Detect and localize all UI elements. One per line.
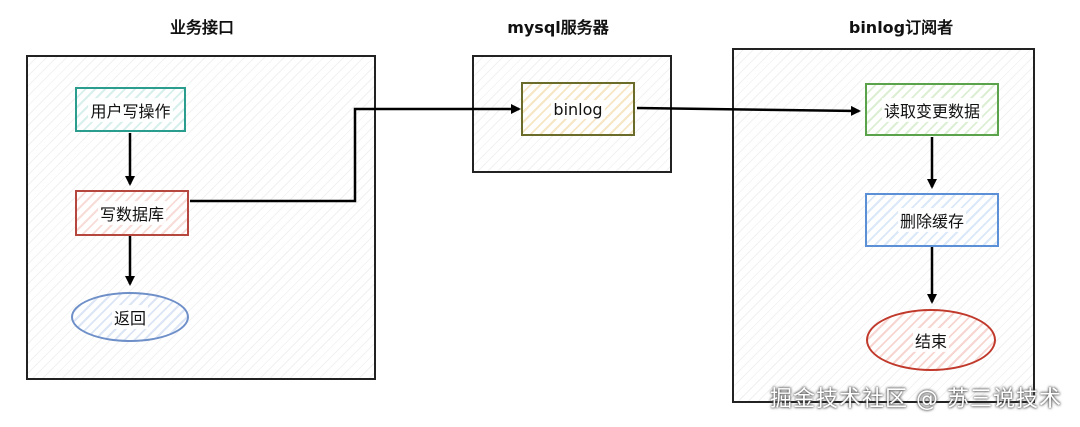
node-end-label: 结束 <box>912 328 949 352</box>
node-user-write: 用户写操作 <box>75 87 186 132</box>
node-return-label: 返回 <box>111 305 148 329</box>
node-binlog: binlog <box>521 82 635 136</box>
node-delete-cache-label: 删除缓存 <box>897 208 966 232</box>
group-title-subscriber: binlog订阅者 <box>848 18 954 37</box>
group-title-business: 业务接口 <box>169 18 234 37</box>
node-binlog-label: binlog <box>551 99 605 119</box>
group-title-mysql: mysql服务器 <box>507 18 609 37</box>
node-delete-cache: 删除缓存 <box>865 193 999 247</box>
edge-write-db-to-binlog <box>190 104 521 203</box>
node-read-changes: 读取变更数据 <box>865 83 999 136</box>
node-user-write-label: 用户写操作 <box>88 97 173 122</box>
edge-binlog-to-read-changes <box>636 105 861 116</box>
watermark: 掘金技术社区 @ 苏三说技术 <box>770 387 1062 412</box>
node-write-db: 写数据库 <box>75 190 189 236</box>
node-return: 返回 <box>71 292 189 342</box>
node-end: 结束 <box>866 309 996 371</box>
node-write-db-label: 写数据库 <box>97 201 166 225</box>
node-read-changes-label: 读取变更数据 <box>881 97 982 122</box>
